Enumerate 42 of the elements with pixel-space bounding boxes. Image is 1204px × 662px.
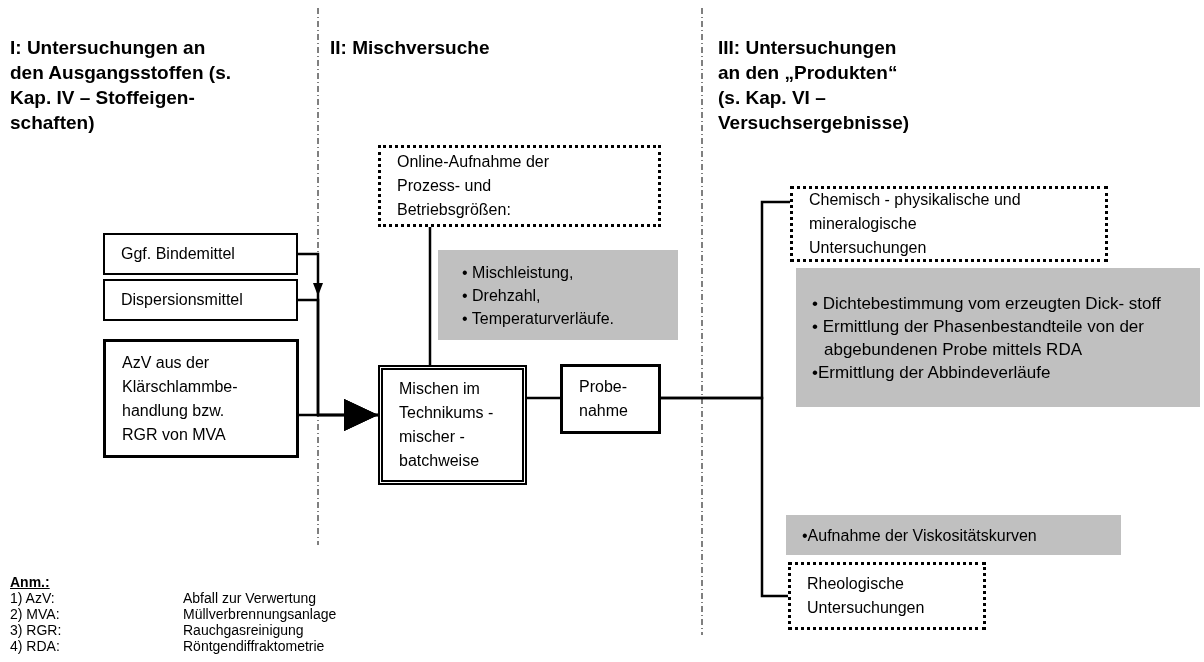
abbreviation-meaning: Abfall zur Verwertung (183, 590, 318, 606)
bullet-item: • Ermittlung der Phasenbestandteile von der abgebundenen Probe mittels RDA (812, 315, 1145, 361)
connector-line (428, 227, 432, 365)
process-box (103, 339, 299, 458)
box-label: Chemisch - physikalische und mineralogische Untersuchungen (809, 190, 1022, 258)
process-box (103, 279, 298, 321)
box-label: Dispersionsmittel (121, 290, 243, 310)
connector-line (527, 396, 560, 400)
abbreviation-meaning: Rauchgasreinigung (183, 622, 305, 638)
dotted-box (378, 145, 661, 227)
bullet-item: • Drehzahl, (462, 285, 542, 306)
abbreviation: 4) RDA: (10, 638, 61, 654)
dotted-box (790, 186, 1108, 262)
process-box (378, 365, 527, 485)
process-box (560, 364, 661, 434)
process-box (103, 233, 298, 275)
connector-line (661, 396, 788, 598)
connector-line (299, 399, 378, 431)
note-box (796, 268, 1200, 407)
note-box (438, 250, 678, 340)
box-label: AzV aus der Klärschlammbe- handlung bzw. RGR von MVA (122, 352, 239, 445)
bullet-item: •Aufnahme der Viskositätskurven (802, 525, 1037, 546)
box-label: Probe- nahme (579, 377, 629, 421)
bullet-item: • Mischleistung, (462, 262, 575, 283)
abbreviation-meaning: Röntgendiffraktometrie (183, 638, 326, 654)
bullet-item: • Dichtebestimmung vom erzeugten Dick- stoff (812, 292, 1162, 315)
box-label: Mischen im Technikums -mischer - batchweise (399, 379, 494, 471)
abbreviation: 2) MVA: (10, 606, 61, 622)
box-label: Rheologische Untersuchungen (807, 574, 926, 618)
bullet-item: •Ermittlung der Abbindeverläufe (812, 361, 1052, 384)
note-box (786, 515, 1121, 555)
column-heading: III: Untersuchungen an den „Produkten“ (s. Kap. VI – Versuchsergebnisse) (718, 36, 911, 135)
box-label: Ggf. Bindemittel (121, 244, 235, 264)
abbreviation-meaning: Müllverbrennungsanlage (183, 606, 338, 622)
box-label: Online-Aufnahme der Prozess- und Betriebsgrößen: (397, 152, 551, 220)
column-heading: II: Mischversuche (330, 36, 491, 60)
dotted-box (788, 562, 986, 630)
column-heading: I: Untersuchungen an den Ausgangsstoffen (s. Kap. IV – Stoffeigen- schaften) (10, 36, 232, 135)
note-heading: Anm.: (10, 574, 51, 590)
abbreviation: 1) AzV: (10, 590, 56, 606)
abbreviation: 3) RGR: (10, 622, 63, 638)
bullet-item: • Temperaturverläufe. (462, 308, 616, 329)
